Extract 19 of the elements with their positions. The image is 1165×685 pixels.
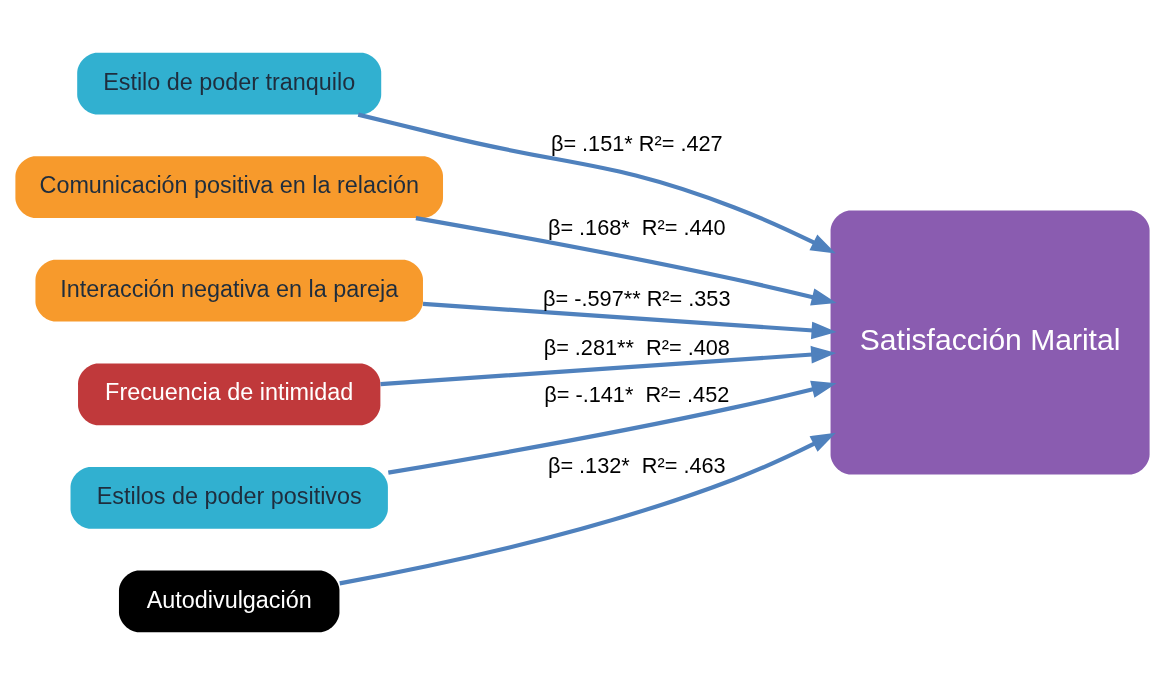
edge-label: β= -.141* R²= .452 xyxy=(544,381,730,407)
edge-label: β= .132* R²= .463 xyxy=(547,453,726,479)
node-box: Estilo de poder tranquilo xyxy=(77,52,382,115)
edge-label: β= .281** R²= .408 xyxy=(543,334,730,360)
arrow xyxy=(415,216,837,306)
node-box: Comunicación positiva en la relación xyxy=(15,156,443,219)
node-box: Estilos de poder positivos xyxy=(70,466,388,529)
node-box: Satisfacción Marital xyxy=(830,210,1150,475)
edge-label: β= .151* R²= .427 xyxy=(550,131,723,157)
arrow xyxy=(387,380,837,475)
arrow xyxy=(380,345,837,387)
arrow xyxy=(357,112,836,254)
edge-label: β= .168* R²= .440 xyxy=(547,214,726,240)
node-box: Autodivulgación xyxy=(118,570,340,633)
edge-label: β= -.597** R²= .353 xyxy=(543,286,731,312)
arrow xyxy=(422,301,837,340)
node-box: Frecuencia de intimidad xyxy=(78,363,381,426)
node-box: Interacción negativa en la pareja xyxy=(35,259,423,322)
arrow xyxy=(339,432,836,586)
